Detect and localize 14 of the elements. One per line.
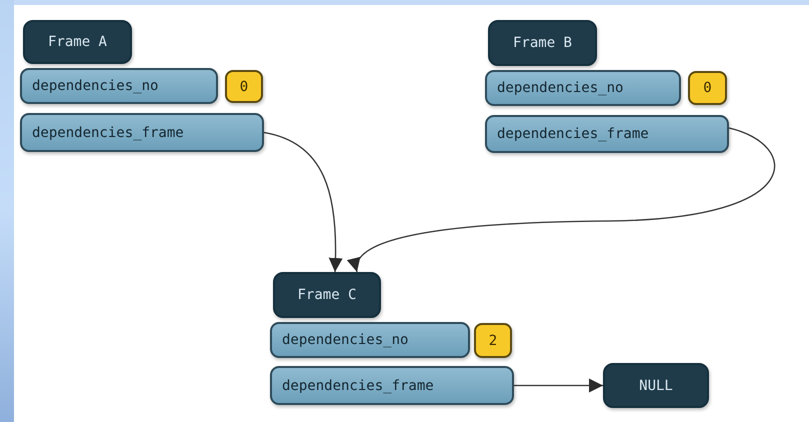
arrow xyxy=(514,378,603,392)
value-badge: 0 xyxy=(225,70,263,103)
field-box: dependencies_no xyxy=(485,70,681,106)
field-box: dependencies_frame xyxy=(20,113,264,152)
field-box: dependencies_no xyxy=(270,322,470,358)
frame-title-box: NULL xyxy=(603,363,709,408)
field-box: dependencies_frame xyxy=(270,366,514,405)
value-badge: 2 xyxy=(474,323,512,358)
frame-title-box: Frame C xyxy=(273,272,381,318)
frame-title-box: Frame B xyxy=(488,20,597,66)
arrow xyxy=(264,132,342,272)
field-box: dependencies_no xyxy=(20,68,218,104)
value-badge: 0 xyxy=(688,71,727,105)
frame-title-box: Frame A xyxy=(23,20,132,64)
